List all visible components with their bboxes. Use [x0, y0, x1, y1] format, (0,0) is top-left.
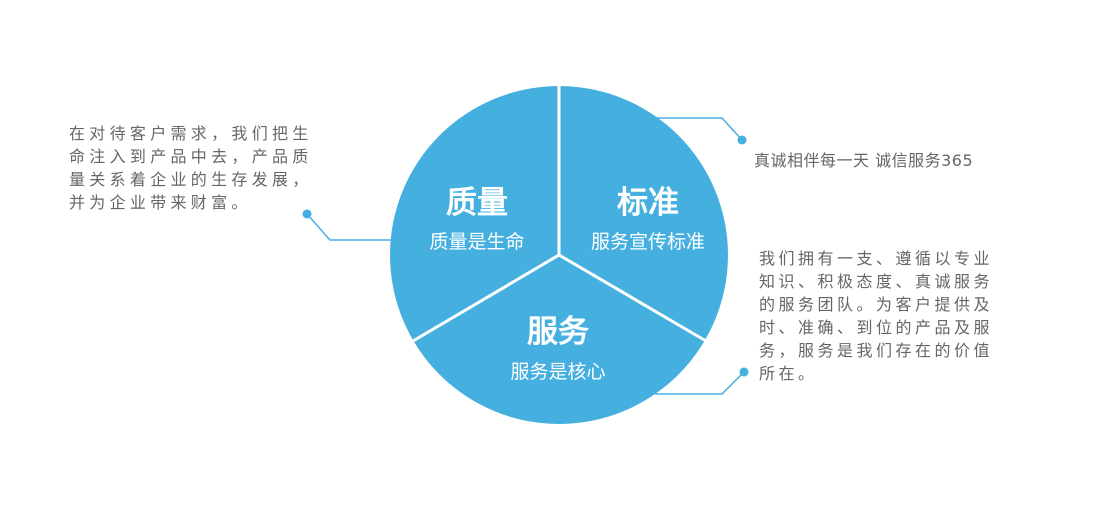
connector-bottom-right	[655, 371, 745, 395]
connector-left	[306, 213, 391, 241]
segment-quality-subtitle: 质量是生命	[429, 231, 524, 253]
connector-left-dot	[302, 209, 312, 219]
quality-note: 在对待客户需求，我们把生命注入到产品中去，产品质量关系着企业的生存发展，并为企业…	[69, 124, 313, 212]
connector-bottom-right-dot	[739, 367, 749, 377]
standard-note: 真诚相伴每一天 诚信服务365	[754, 151, 974, 170]
segment-service-subtitle: 服务是核心	[510, 361, 605, 383]
divider-left	[412, 253, 560, 343]
connector-top-right	[655, 117, 743, 141]
segment-service-title: 服务	[527, 314, 589, 350]
service-note: 我们拥有一支、遵循以专业知识、积极态度、真诚服务的服务团队。为客户提供及时、准确…	[759, 249, 994, 383]
connector-top-right-dot	[737, 135, 747, 145]
segment-standard-subtitle: 服务宣传标准	[591, 231, 705, 253]
divider-right	[558, 253, 707, 343]
segment-quality-title: 质量	[446, 185, 508, 221]
segment-standard-title: 标准	[617, 185, 679, 221]
